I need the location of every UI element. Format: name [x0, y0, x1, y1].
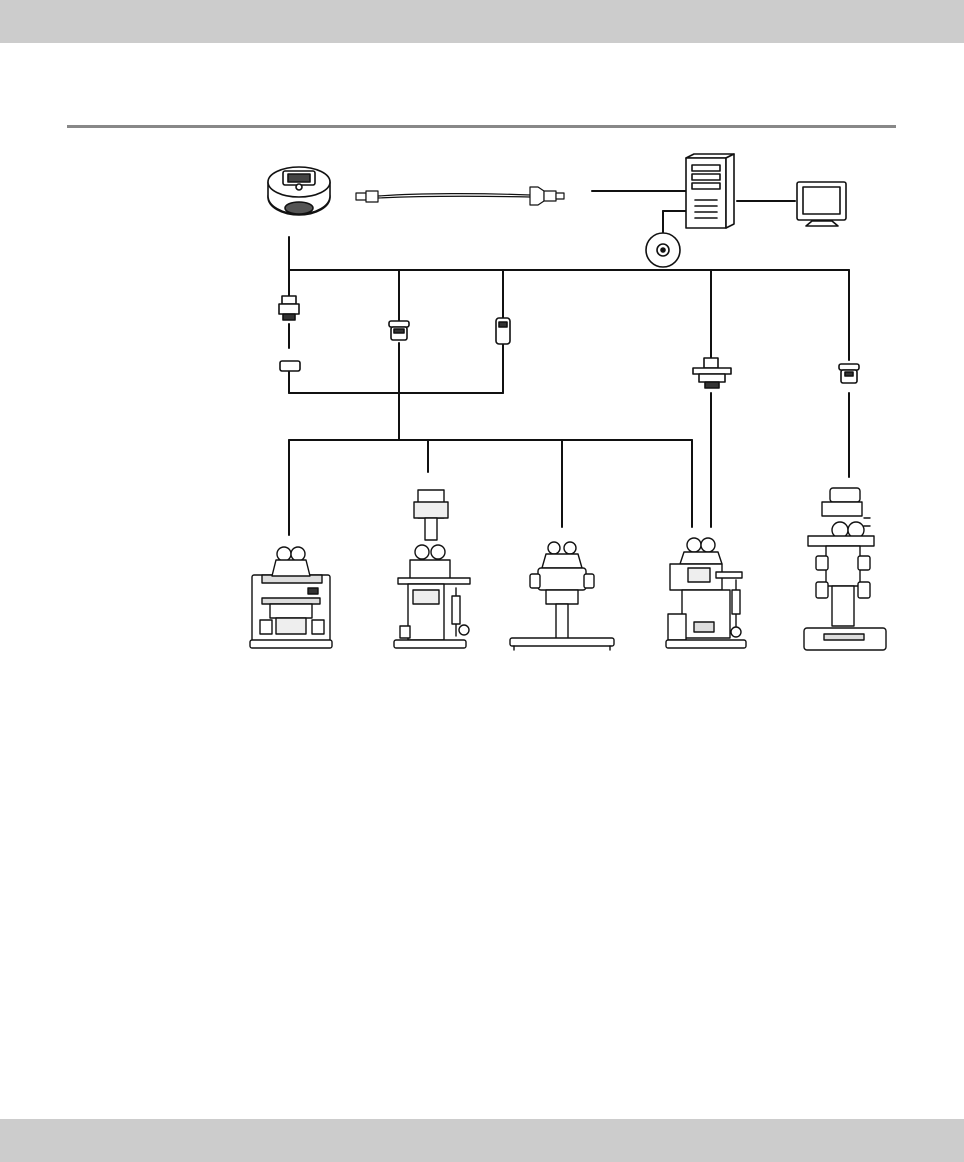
inverted-microscope-icon	[394, 490, 470, 648]
usb-cable-icon	[356, 187, 564, 205]
pc-tower-icon	[686, 154, 734, 228]
footer-band	[0, 1119, 964, 1162]
industrial-microscope-icon	[666, 538, 746, 648]
c-mount-adapter-icon	[496, 318, 510, 344]
monitor-icon	[797, 182, 846, 226]
upright-microscope-icon	[250, 547, 332, 648]
camera-head-icon	[268, 167, 330, 215]
stereo-microscope-icon	[510, 542, 614, 650]
cd-disc-icon	[646, 233, 680, 267]
c-mount-adapter-icon	[389, 321, 409, 340]
c-mount-adapter-icon	[279, 296, 299, 320]
connection-lines	[289, 191, 849, 535]
adapter-lens-icon	[280, 361, 300, 371]
c-mount-adapter-icon	[839, 364, 859, 383]
flange-adapter-icon	[693, 358, 731, 388]
zoom-stereo-microscope-icon	[804, 488, 886, 650]
